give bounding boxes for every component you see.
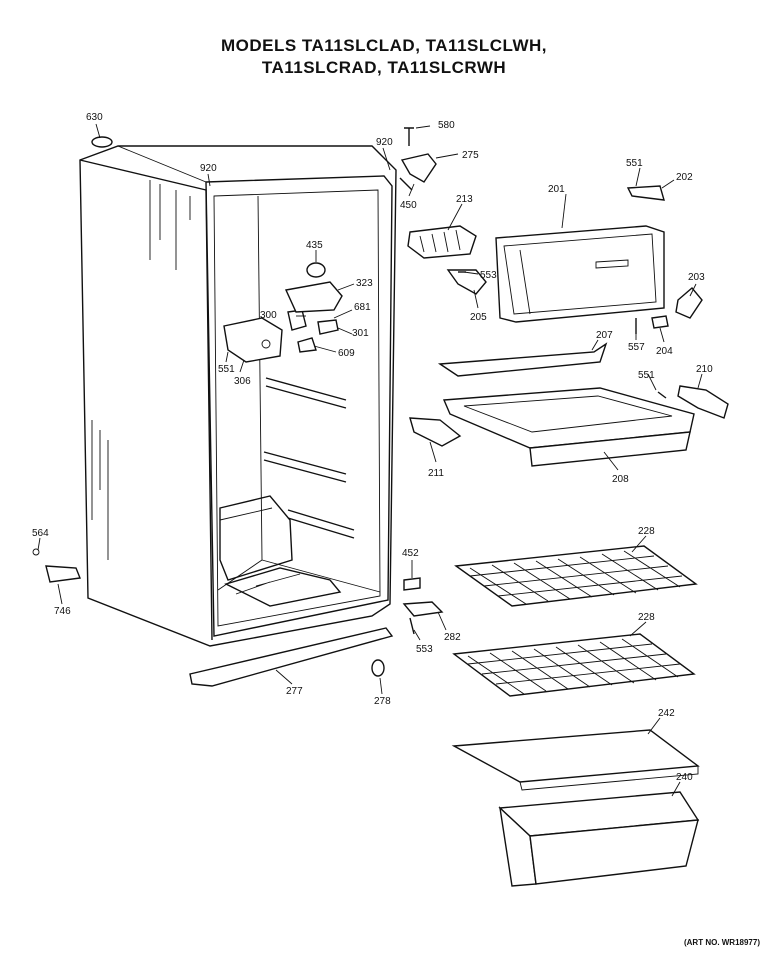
label-201: 201 (548, 184, 565, 195)
hinge-205-icon (446, 269, 487, 295)
label-205: 205 (470, 312, 487, 323)
label-681: 681 (354, 302, 371, 313)
part-630-icon (91, 136, 113, 148)
diagram-title-line-1: MODELS TA11SLCLAD, TA11SLCLWH, (220, 36, 548, 55)
label-551-right: 551 (638, 370, 655, 381)
label-580: 580 (438, 120, 455, 131)
crisper-drawer-icon (498, 791, 700, 887)
label-228-upper: 228 (638, 526, 655, 537)
label-203: 203 (688, 272, 705, 283)
diagram-title-line-2: TA11SLCRAD, TA11SLCRWH (261, 58, 507, 77)
label-202: 202 (676, 172, 693, 183)
label-435: 435 (306, 240, 323, 251)
chiller-cover-icon (437, 342, 608, 377)
bracket-211-icon (409, 417, 462, 447)
bracket-282-icon (402, 601, 444, 617)
label-278: 278 (374, 696, 391, 707)
label-228-lower: 228 (638, 612, 655, 623)
label-306: 306 (234, 376, 251, 387)
freezer-door-icon (495, 225, 665, 323)
label-208: 208 (612, 474, 629, 485)
label-277: 277 (286, 686, 303, 697)
leader-lines (37, 123, 703, 797)
label-450: 450 (400, 200, 417, 211)
part-labels: 630 920 580 275 920 450 213 201 551 202 … (32, 112, 713, 783)
part-452-icon (403, 577, 421, 591)
part-204-icon (651, 315, 669, 329)
label-551-left: 551 (218, 364, 235, 375)
art-number: (ART NO. WR18977) (683, 938, 760, 947)
label-210: 210 (696, 364, 713, 375)
label-275: 275 (462, 150, 479, 161)
label-553-upper: 553 (480, 270, 497, 281)
screw-icon (409, 617, 415, 635)
label-301: 301 (352, 328, 369, 339)
top-hinge-icon (399, 127, 437, 191)
label-204: 204 (656, 346, 673, 357)
label-564: 564 (32, 528, 49, 539)
ice-tray-icon (407, 225, 477, 259)
label-213: 213 (456, 194, 473, 205)
label-920-frame: 920 (200, 163, 217, 174)
screw-icon (657, 391, 667, 399)
label-323: 323 (356, 278, 373, 289)
label-609: 609 (338, 348, 355, 359)
label-630: 630 (86, 112, 103, 123)
label-300: 300 (260, 310, 277, 321)
leveling-leg-icon (371, 659, 385, 677)
label-452: 452 (402, 548, 419, 559)
wire-shelf-upper (454, 545, 698, 607)
part-203-icon (675, 287, 703, 319)
label-240: 240 (676, 772, 693, 783)
refrigerator-cabinet (79, 145, 397, 647)
label-282: 282 (444, 632, 461, 643)
base-grille-icon (189, 627, 394, 687)
label-207: 207 (596, 330, 613, 341)
label-557: 557 (628, 342, 645, 353)
crisper-cover-icon (451, 729, 700, 791)
wire-shelf-lower (452, 633, 696, 697)
chiller-tray-icon (442, 387, 695, 467)
bracket-210-icon (677, 385, 729, 419)
label-242: 242 (658, 708, 675, 719)
part-202-icon (626, 185, 665, 201)
label-553-lower: 553 (416, 644, 433, 655)
label-211: 211 (428, 468, 444, 479)
label-920-top: 920 (376, 137, 393, 148)
bottom-hinge-icon (32, 548, 81, 583)
label-746: 746 (54, 606, 71, 617)
label-551-top: 551 (626, 158, 643, 169)
